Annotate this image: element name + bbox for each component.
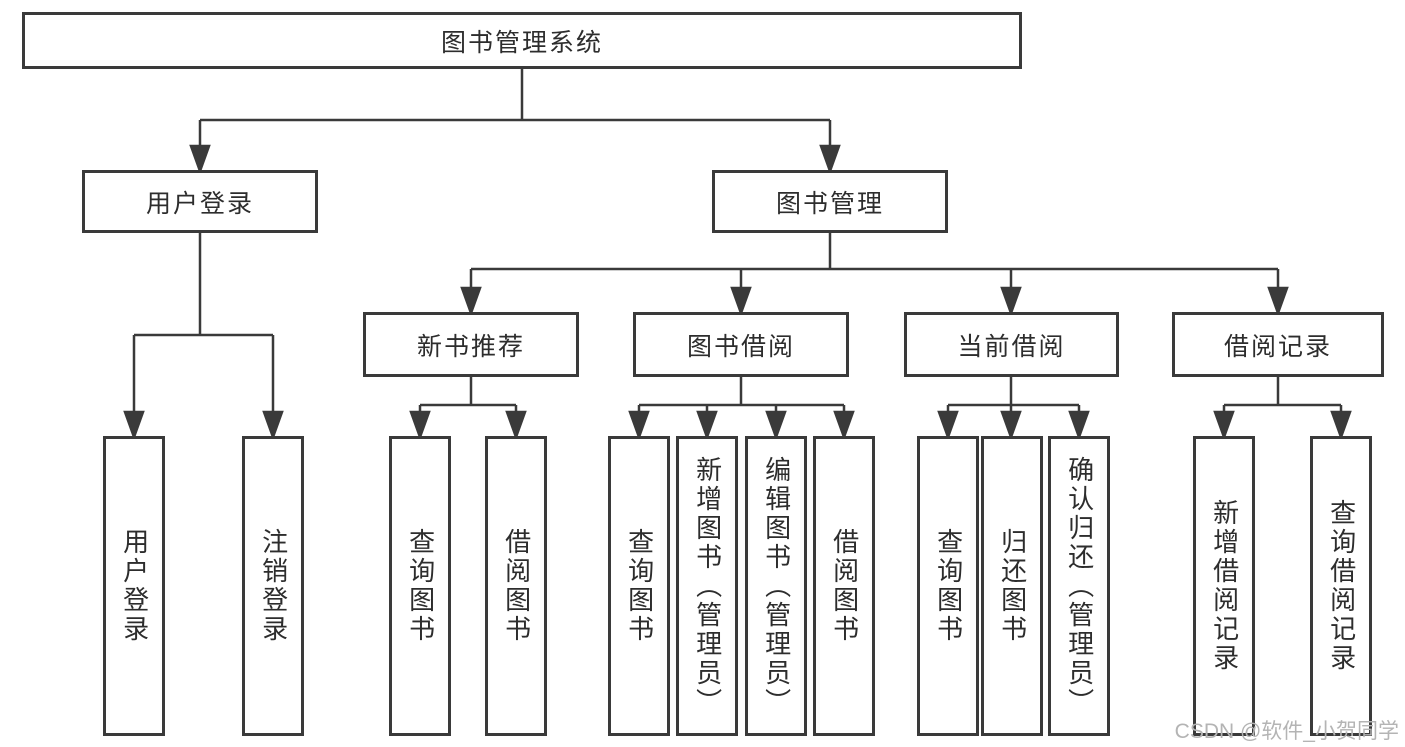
leaf-label: 确认归还（管理员） [1064,455,1095,717]
leaf-label: 查询图书 [933,528,964,644]
leaf-label: 查询图书 [405,528,436,644]
leaf-label: 注销登录 [258,528,289,644]
connector-book-management-to-level3 [460,233,1289,317]
connector-borrow-records-to-leaves [1213,377,1352,441]
leaf-borrow-books: 借阅图书 [813,436,875,736]
leaf-label: 新增借阅记录 [1209,499,1240,673]
arrowhead [1330,410,1352,441]
arrowhead [1267,286,1289,317]
leaf-confirm-return-admin: 确认归还（管理员） [1048,436,1110,736]
node-current-borrowing: 当前借阅 [904,312,1119,377]
leaf-query-borrow-record: 查询借阅记录 [1310,436,1372,736]
arrowhead [1213,410,1235,441]
node-label: 新书推荐 [416,332,525,361]
leaf-label: 查询图书 [624,528,655,644]
arrowhead [1000,286,1022,317]
arrowhead [819,144,841,175]
node-label: 借阅记录 [1223,332,1332,361]
arrowhead [262,410,284,441]
leaf-label: 归还图书 [997,528,1028,644]
leaf-add-borrow-record: 新增借阅记录 [1193,436,1255,736]
leaf-borrow-books-newbooks: 借阅图书 [485,436,547,736]
leaf-edit-books-admin: 编辑图书（管理员） [745,436,807,736]
connector-root-to-level2 [189,69,841,175]
node-book-management: 图书管理 [712,170,948,233]
leaf-return-books: 归还图书 [981,436,1043,736]
arrowhead [730,286,752,317]
leaf-logout: 注销登录 [242,436,304,736]
leaf-query-books-newbooks: 查询图书 [389,436,451,736]
node-book-borrowing: 图书借阅 [633,312,849,377]
arrowhead [1000,410,1022,441]
connector-new-books-to-leaves [409,377,527,441]
leaf-label: 查询借阅记录 [1326,499,1357,673]
arrowhead [123,410,145,441]
arrowhead [409,410,431,441]
arrowhead [505,410,527,441]
leaf-query-books-current: 查询图书 [917,436,979,736]
arrowhead [937,410,959,441]
connector-user-login-to-leaves [123,233,284,441]
node-library-management-system: 图书管理系统 [22,12,1022,69]
leaf-label: 用户登录 [119,528,150,644]
leaf-label: 借阅图书 [501,528,532,644]
arrowhead [833,410,855,441]
arrowhead [189,144,211,175]
arrowhead [460,286,482,317]
connector-book-borrow-to-leaves [628,377,855,441]
arrowhead [696,410,718,441]
node-borrowing-records: 借阅记录 [1172,312,1384,377]
arrowhead [628,410,650,441]
arrowhead [765,410,787,441]
leaf-add-books-admin: 新增图书（管理员） [676,436,738,736]
node-label: 当前借阅 [957,332,1066,361]
leaf-label: 编辑图书（管理员） [761,455,792,717]
csdn-watermark: CSDN @软件_小贺同学 [1174,720,1399,743]
arrowhead [1068,410,1090,441]
node-label: 图书借阅 [686,332,795,361]
node-new-book-recommendation: 新书推荐 [363,312,579,377]
node-label: 图书管理系统 [440,28,603,57]
connector-current-borrow-to-leaves [937,377,1090,441]
node-label: 用户登录 [145,189,254,218]
leaf-label: 新增图书（管理员） [692,455,723,717]
node-label: 图书管理 [775,189,884,218]
leaf-user-login: 用户登录 [103,436,165,736]
node-user-login: 用户登录 [82,170,318,233]
leaf-label: 借阅图书 [829,528,860,644]
leaf-query-books-borrow: 查询图书 [608,436,670,736]
